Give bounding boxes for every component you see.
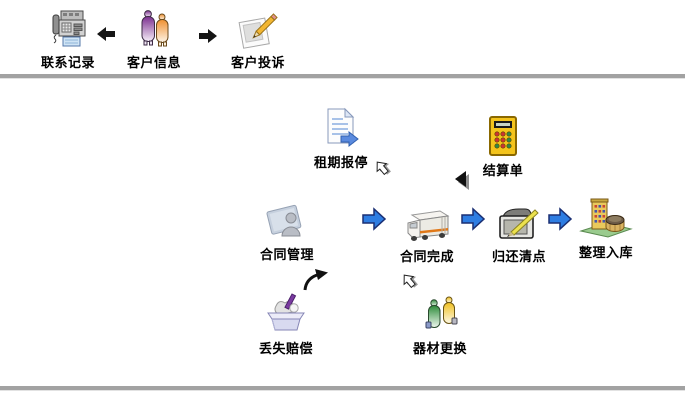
- node-customer-complaint[interactable]: 客户投诉: [222, 6, 294, 71]
- node-label: 客户信息: [126, 55, 181, 70]
- black-left-arrow-shadow-icon: [452, 170, 476, 195]
- curved-up-right-arrow-icon: [302, 268, 330, 297]
- node-label: 合同完成: [399, 249, 454, 264]
- node-label: 丢失赔偿: [258, 341, 313, 356]
- node-label: 整理入库: [578, 245, 633, 260]
- fax-machine-icon: [46, 6, 90, 50]
- node-contact-record[interactable]: 联系记录: [32, 6, 104, 71]
- node-settlement[interactable]: 结算单: [467, 114, 539, 179]
- blue-right-arrow-icon: [461, 206, 486, 237]
- person-card-icon: [263, 198, 311, 242]
- node-contract-management[interactable]: 合同管理: [251, 198, 323, 263]
- node-store-in-warehouse[interactable]: 整理入库: [570, 196, 642, 261]
- node-label: 合同管理: [259, 247, 314, 262]
- node-customer-info[interactable]: 客户信息: [118, 6, 190, 71]
- document-with-arrow-icon: [320, 106, 362, 150]
- node-label: 联系记录: [40, 55, 95, 70]
- node-contract-complete[interactable]: 合同完成: [391, 200, 463, 265]
- calculator-icon: [486, 114, 520, 158]
- node-rent-stop[interactable]: 租期报停: [305, 106, 377, 171]
- hollow-up-left-arrow-icon: [399, 271, 421, 298]
- node-label: 租期报停: [313, 155, 368, 170]
- blue-right-arrow-icon: [362, 206, 387, 237]
- note-with-pencil-icon: [235, 6, 281, 50]
- node-label: 结算单: [482, 163, 524, 178]
- node-label: 客户投诉: [230, 55, 285, 70]
- node-label: 器材更换: [412, 341, 467, 356]
- blue-right-arrow-icon: [548, 206, 573, 237]
- node-label: 归还清点: [491, 249, 546, 264]
- warehouse-buildings-icon: [579, 196, 633, 240]
- black-left-arrow-icon: [97, 27, 116, 46]
- node-loss-compensation[interactable]: 丢失赔偿: [250, 292, 322, 357]
- two-people-purple-orange-icon: [135, 6, 173, 50]
- node-equipment-replacement[interactable]: 器材更换: [404, 292, 476, 357]
- tablet-with-pen-icon: [495, 200, 543, 244]
- divider-bottom: [0, 386, 685, 391]
- open-box-with-items-icon: [262, 292, 310, 336]
- hollow-up-left-arrow-icon: [372, 158, 394, 185]
- node-return-check[interactable]: 归还清点: [483, 200, 555, 265]
- delivery-truck-icon: [400, 200, 454, 244]
- black-right-arrow-icon: [198, 29, 217, 48]
- divider-top: [0, 74, 685, 79]
- two-people-green-yellow-icon: [420, 292, 460, 336]
